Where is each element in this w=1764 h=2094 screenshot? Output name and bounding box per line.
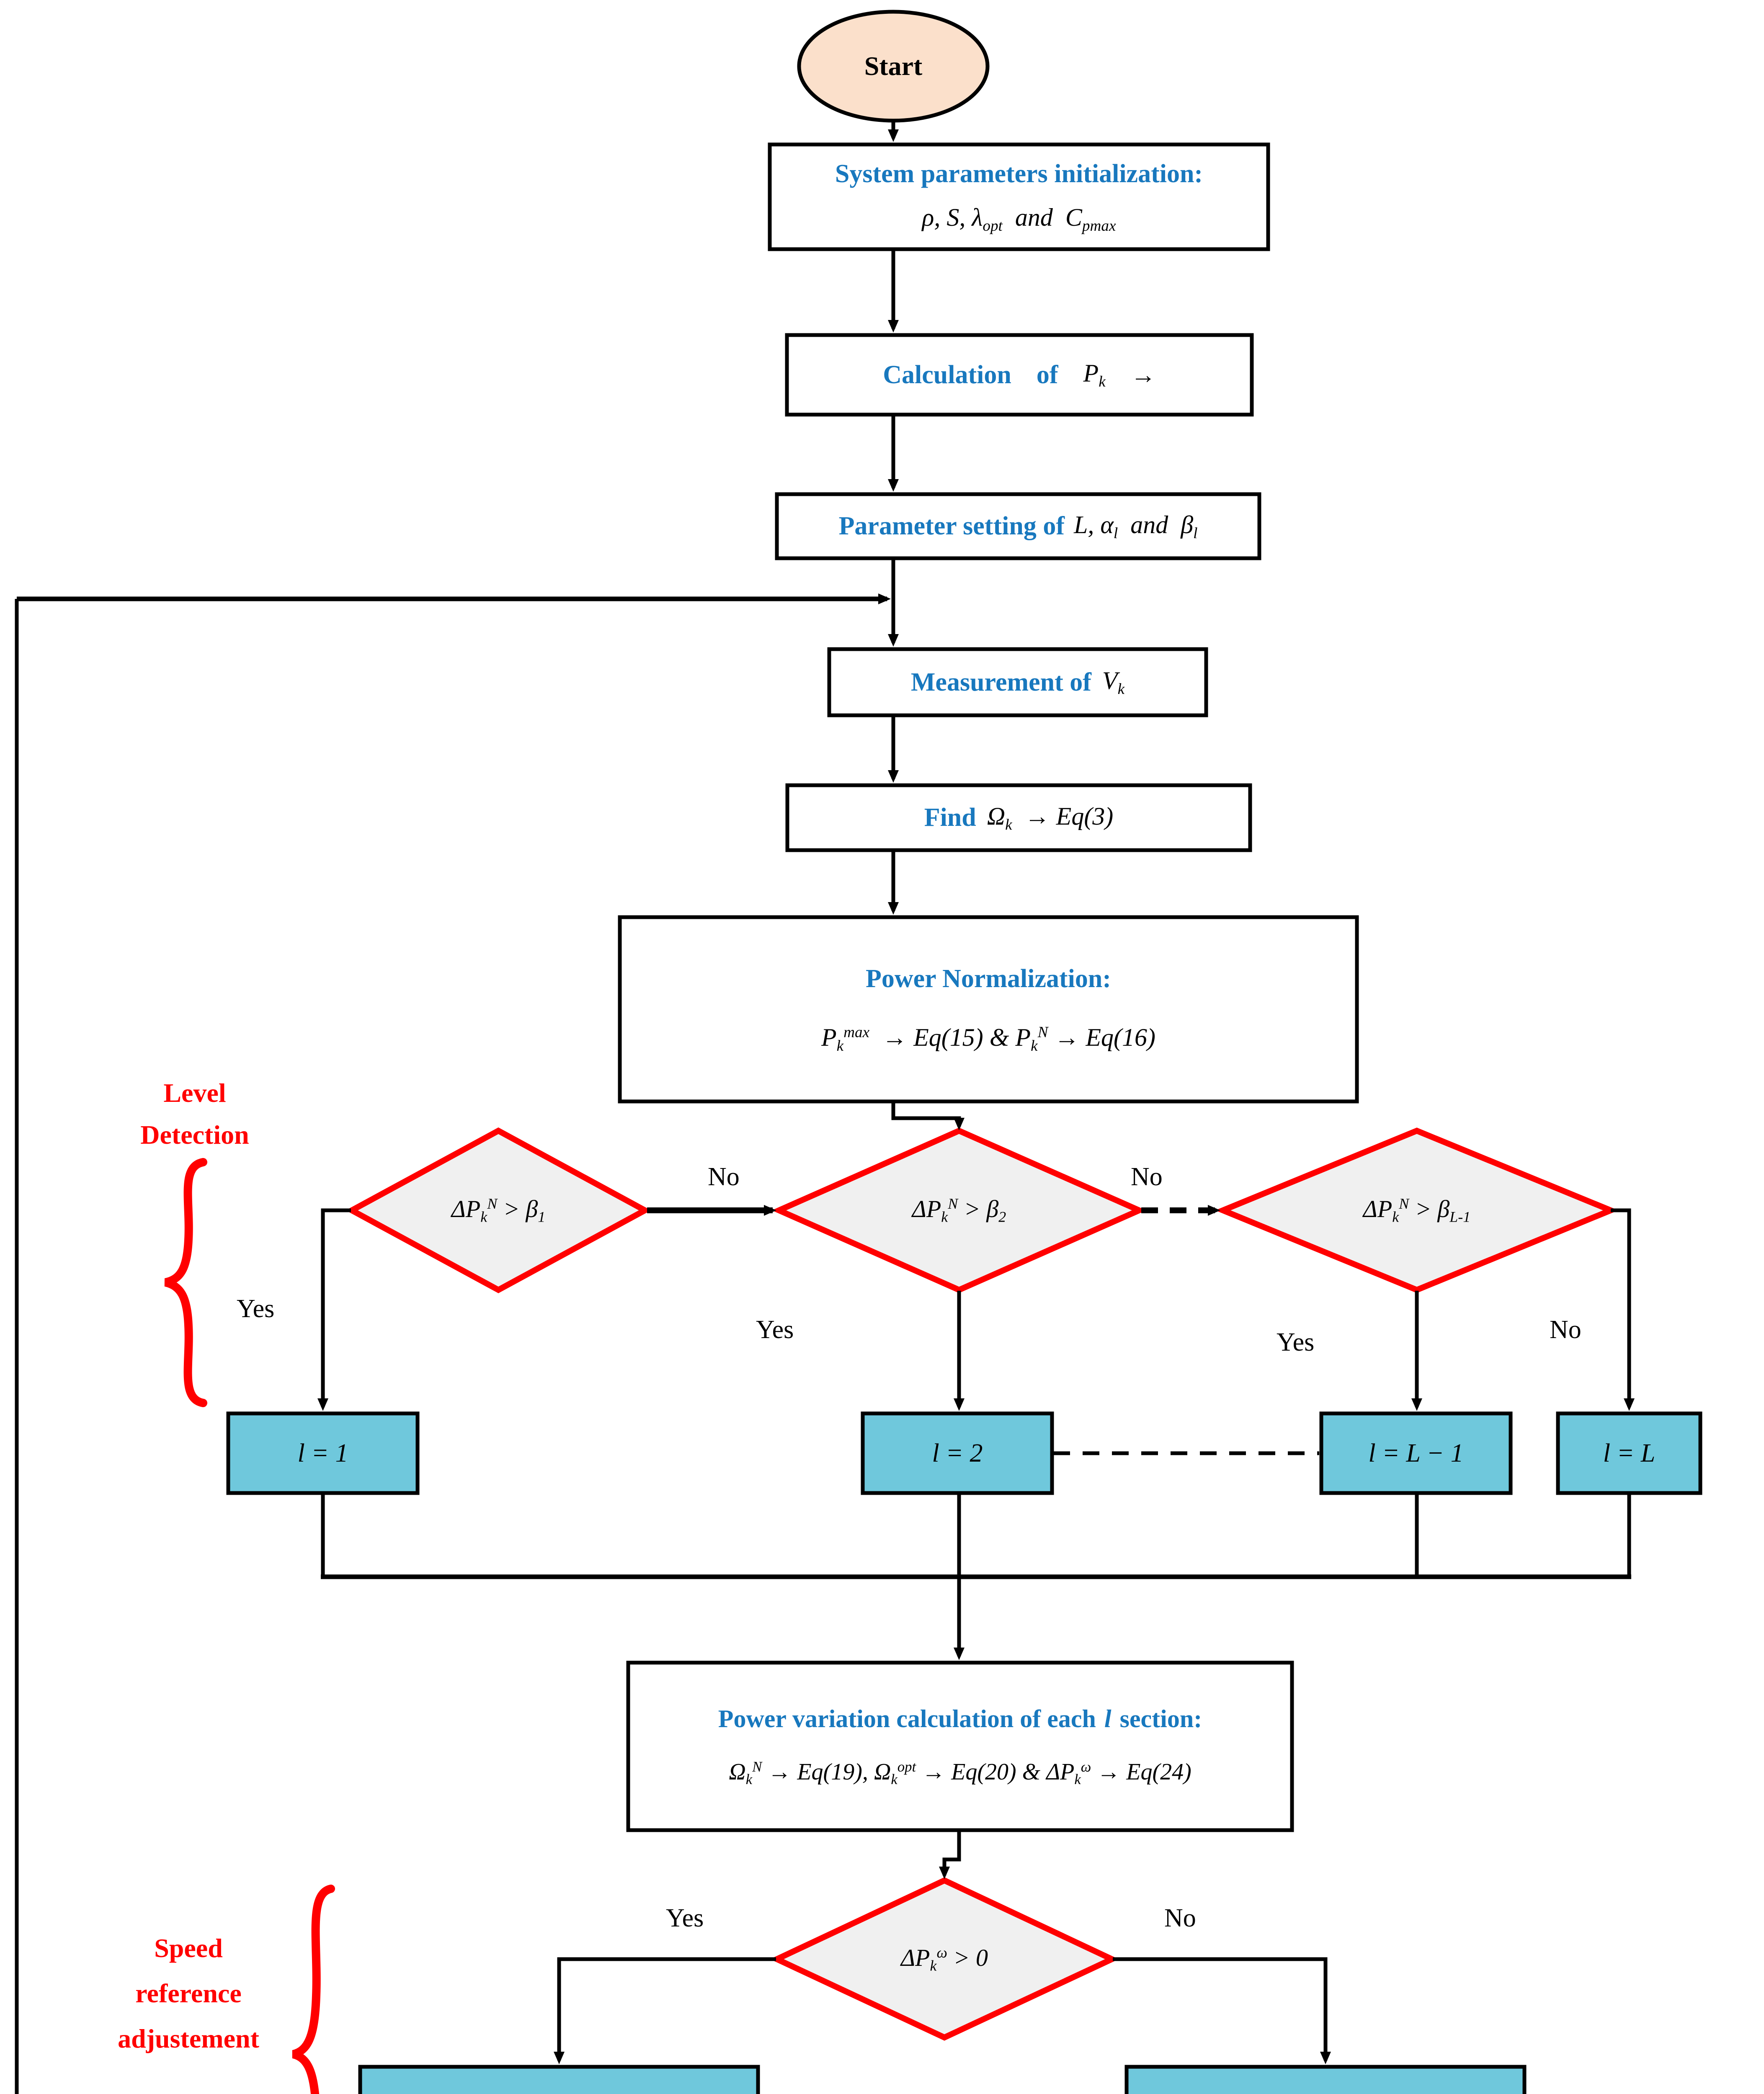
node-box-param-set [775,492,1261,560]
decision-diamond-betaL1 [1215,1127,1619,1293]
edge-dpw-no-to-refminus [1113,1957,1331,2064]
edge-powervar-to-decision-dpw [939,1830,961,1879]
brace-level-detection [164,1158,207,1407]
edge-label-betaL1-yes: Yes [1277,1328,1315,1356]
edge-label-dpw-yes: Yes [666,1904,704,1932]
node-box-calc-pk [785,333,1254,417]
output-box-ref-plus [358,2065,760,2094]
decision-diamond-dpw [770,1877,1119,2041]
decision-diamond-beta1 [346,1127,651,1293]
edge-powernorm-to-decision2 [891,1101,965,1130]
level-box-L [1556,1411,1702,1495]
brace-speed-reference [292,1885,335,2094]
level-box-2 [861,1411,1054,1495]
level-box-1 [226,1411,420,1495]
edge-dpw-yes-to-refplus [554,1957,776,2064]
edge-label-beta1-yes: Yes [237,1295,275,1323]
edge-betaL1-no-to-levelL [1611,1208,1635,1411]
edge-beta1-yes-to-level1 [317,1208,351,1411]
node-box-power-var [626,1661,1294,1832]
node-box-find-omega [785,783,1252,852]
node-box-power-norm [618,915,1359,1104]
node-box-measure [827,647,1208,717]
edge-label-beta2-no: No [1131,1163,1163,1191]
output-box-ref-minus [1124,2065,1527,2094]
node-box-init [768,142,1270,251]
level-box-L-1 [1319,1411,1513,1495]
edge-label-dpw-no: No [1164,1904,1196,1932]
edge-label-beta2-yes: Yes [756,1315,794,1344]
edge-label-betaL1-no: No [1550,1315,1581,1344]
edge-bottom-feedback-loop [15,599,19,2094]
decision-diamond-beta2 [771,1127,1147,1293]
edge-label-beta1-no: No [708,1163,740,1191]
start-terminator [797,10,990,123]
